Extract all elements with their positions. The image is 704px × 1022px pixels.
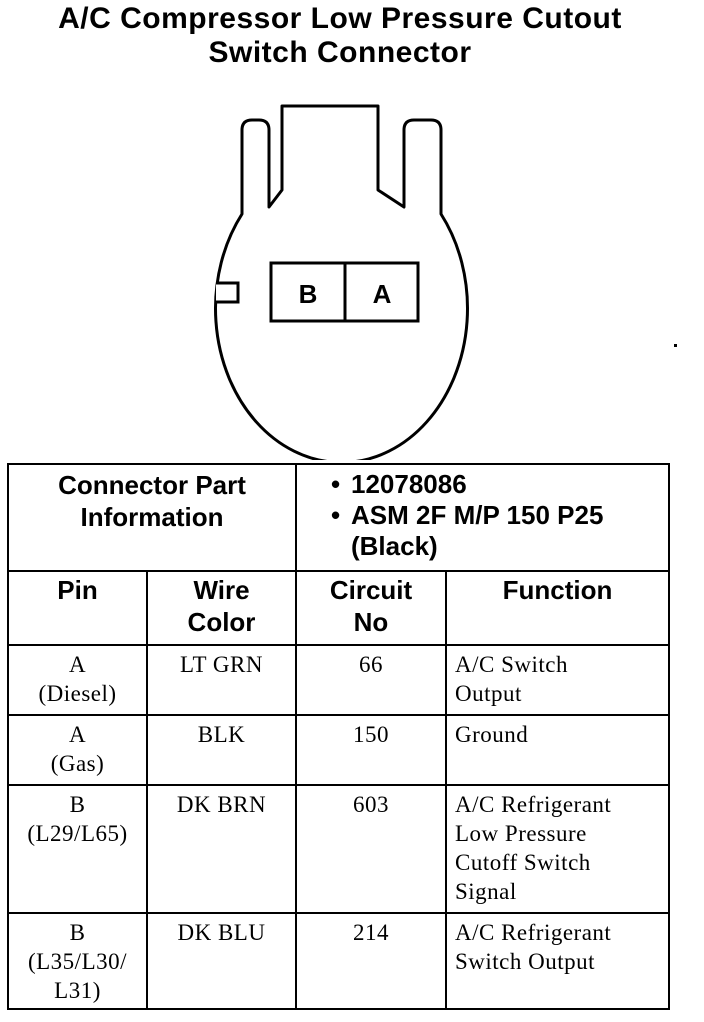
stray-mark	[674, 344, 677, 347]
wire-header-line-2: Color	[187, 607, 256, 637]
circuit-header-line-2: No	[353, 607, 389, 637]
circuit-no-column-header: Circuit No	[295, 570, 447, 646]
function-text: A/C Switch	[455, 652, 568, 677]
circuit-number: 66	[359, 652, 383, 677]
function-text: Cutoff Switch	[455, 850, 591, 875]
pin-variant: (Diesel)	[38, 681, 117, 706]
circuit-header-line-1: Circuit	[329, 575, 413, 605]
column-header-row: Pin Wire Color Circuit No Function	[7, 570, 671, 646]
connector-face-diagram: B A	[214, 104, 469, 460]
bullet: •	[331, 500, 341, 530]
terminal-cavity-b	[269, 261, 347, 323]
table-row: A (Gas) BLK 150 Ground	[7, 714, 671, 786]
wire-color-column-header: Wire Color	[146, 570, 297, 646]
wire-color: BLK	[197, 722, 246, 747]
asm-color: (Black)	[351, 531, 438, 561]
connector-pinout-table: Connector Part Information •12078086 •AS…	[7, 463, 671, 1010]
pin-letter: A	[68, 652, 87, 677]
part-number-item: • 12078086	[331, 469, 668, 500]
diagram-title-line-1: A/C Compressor Low Pressure Cutout	[58, 2, 622, 35]
pin-letter: A	[68, 722, 87, 747]
locking-tab-notch	[216, 281, 240, 304]
cavity-label-a: A	[373, 279, 392, 309]
table-row: B (L35/L30/ L31) DK BLU 214 A/C Refriger…	[7, 912, 671, 1010]
function-text: Switch Output	[455, 949, 596, 974]
circuit-number: 603	[353, 792, 389, 817]
pin-variant: (L35/L30/	[27, 949, 128, 974]
pin-column-header: Pin	[7, 570, 148, 646]
part-number: 12078086	[351, 469, 467, 499]
function-text: Ground	[455, 722, 529, 747]
function-header-label: Function	[502, 575, 613, 605]
part-info-row: Connector Part Information • 12078086 • AS…	[7, 463, 671, 572]
wire-header-line-1: Wire	[193, 575, 250, 605]
pin-variant: (Gas)	[50, 751, 105, 776]
pin-header-label: Pin	[57, 575, 98, 605]
pin-variant: (L29/L65)	[27, 821, 128, 846]
wire-color: DK BRN	[176, 792, 267, 817]
table-row: A (Diesel) LT GRN 66 A/C Switch Output	[7, 644, 671, 716]
cavity-label-b: B	[299, 279, 318, 309]
wire-color: DK BLU	[177, 920, 266, 945]
circuit-number: 150	[353, 722, 389, 747]
terminal-cavity-a	[343, 261, 420, 323]
circuit-number: 214	[353, 920, 389, 945]
part-info-label-line-2: Information	[80, 502, 224, 532]
part-info-label-line-1: Connector Part	[58, 470, 246, 500]
function-text: Output	[455, 681, 522, 706]
diagram-title-line-2: Switch Connector	[208, 36, 472, 69]
wire-color: LT GRN	[180, 652, 263, 677]
function-text: Signal	[455, 879, 517, 904]
table-row: B (L29/L65) DK BRN 603 A/C Refrigerant L…	[7, 784, 671, 914]
function-text: Low Pressure	[455, 821, 587, 846]
part-info-values-cell: • 12078086 • ASM 2F M/P 150 P25 (Black)	[294, 463, 671, 572]
function-text: A/C Refrigerant	[455, 792, 612, 817]
function-text: A/C Refrigerant	[455, 920, 612, 945]
asm-item: • ASM 2F M/P 150 P25	[331, 500, 668, 531]
function-column-header: Function	[444, 570, 671, 646]
part-info-label-cell: Connector Part Information	[7, 463, 297, 572]
pin-letter: B	[69, 920, 86, 945]
pin-variant: L31)	[54, 978, 101, 1003]
asm-description: ASM 2F M/P 150 P25	[351, 500, 604, 530]
pin-letter: B	[69, 792, 86, 817]
bullet: •	[331, 469, 341, 499]
